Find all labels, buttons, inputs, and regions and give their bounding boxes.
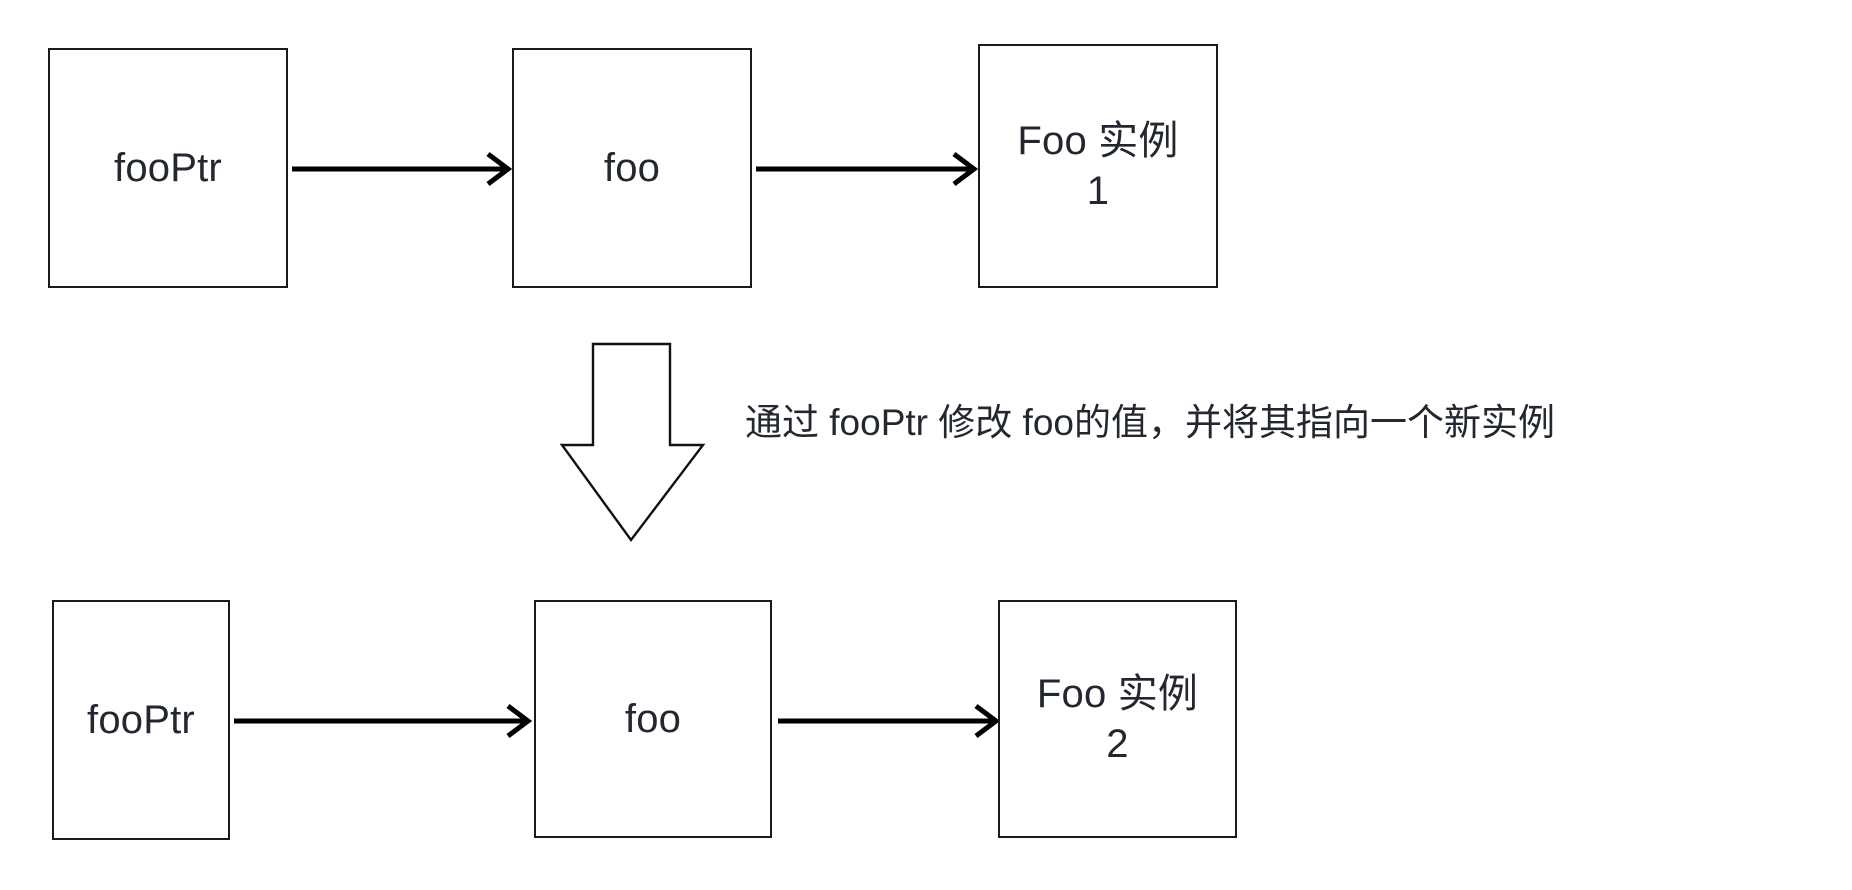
node-box-foo-instance-1: Foo 实例 1 — [978, 44, 1218, 288]
arrow-foo-to-instance-after — [778, 704, 1001, 738]
arrow-foo-to-instance-before — [756, 152, 979, 186]
arrow-fooptr-to-foo-after — [234, 704, 533, 738]
node-label-foo-after: foo — [624, 697, 682, 741]
node-box-foo-instance-2: Foo 实例 2 — [998, 600, 1237, 838]
node-label-fooptr-after: fooPtr — [87, 698, 195, 742]
transition-caption: 通过 fooPtr 修改 foo的值，并将其指向一个新实例 — [745, 402, 1555, 443]
node-box-fooptr-before: fooPtr — [48, 48, 288, 288]
block-arrow-down-icon — [559, 342, 706, 543]
node-box-foo-before: foo — [512, 48, 752, 288]
node-box-fooptr-after: fooPtr — [52, 600, 230, 840]
node-label-fooptr-before: fooPtr — [114, 146, 222, 190]
node-label-foo-before: foo — [603, 146, 661, 190]
node-label-foo-instance-1: Foo 实例 1 — [1017, 119, 1179, 213]
arrow-fooptr-to-foo-before — [292, 152, 513, 186]
node-box-foo-after: foo — [534, 600, 772, 838]
node-label-foo-instance-2: Foo 实例 2 — [1036, 672, 1199, 766]
